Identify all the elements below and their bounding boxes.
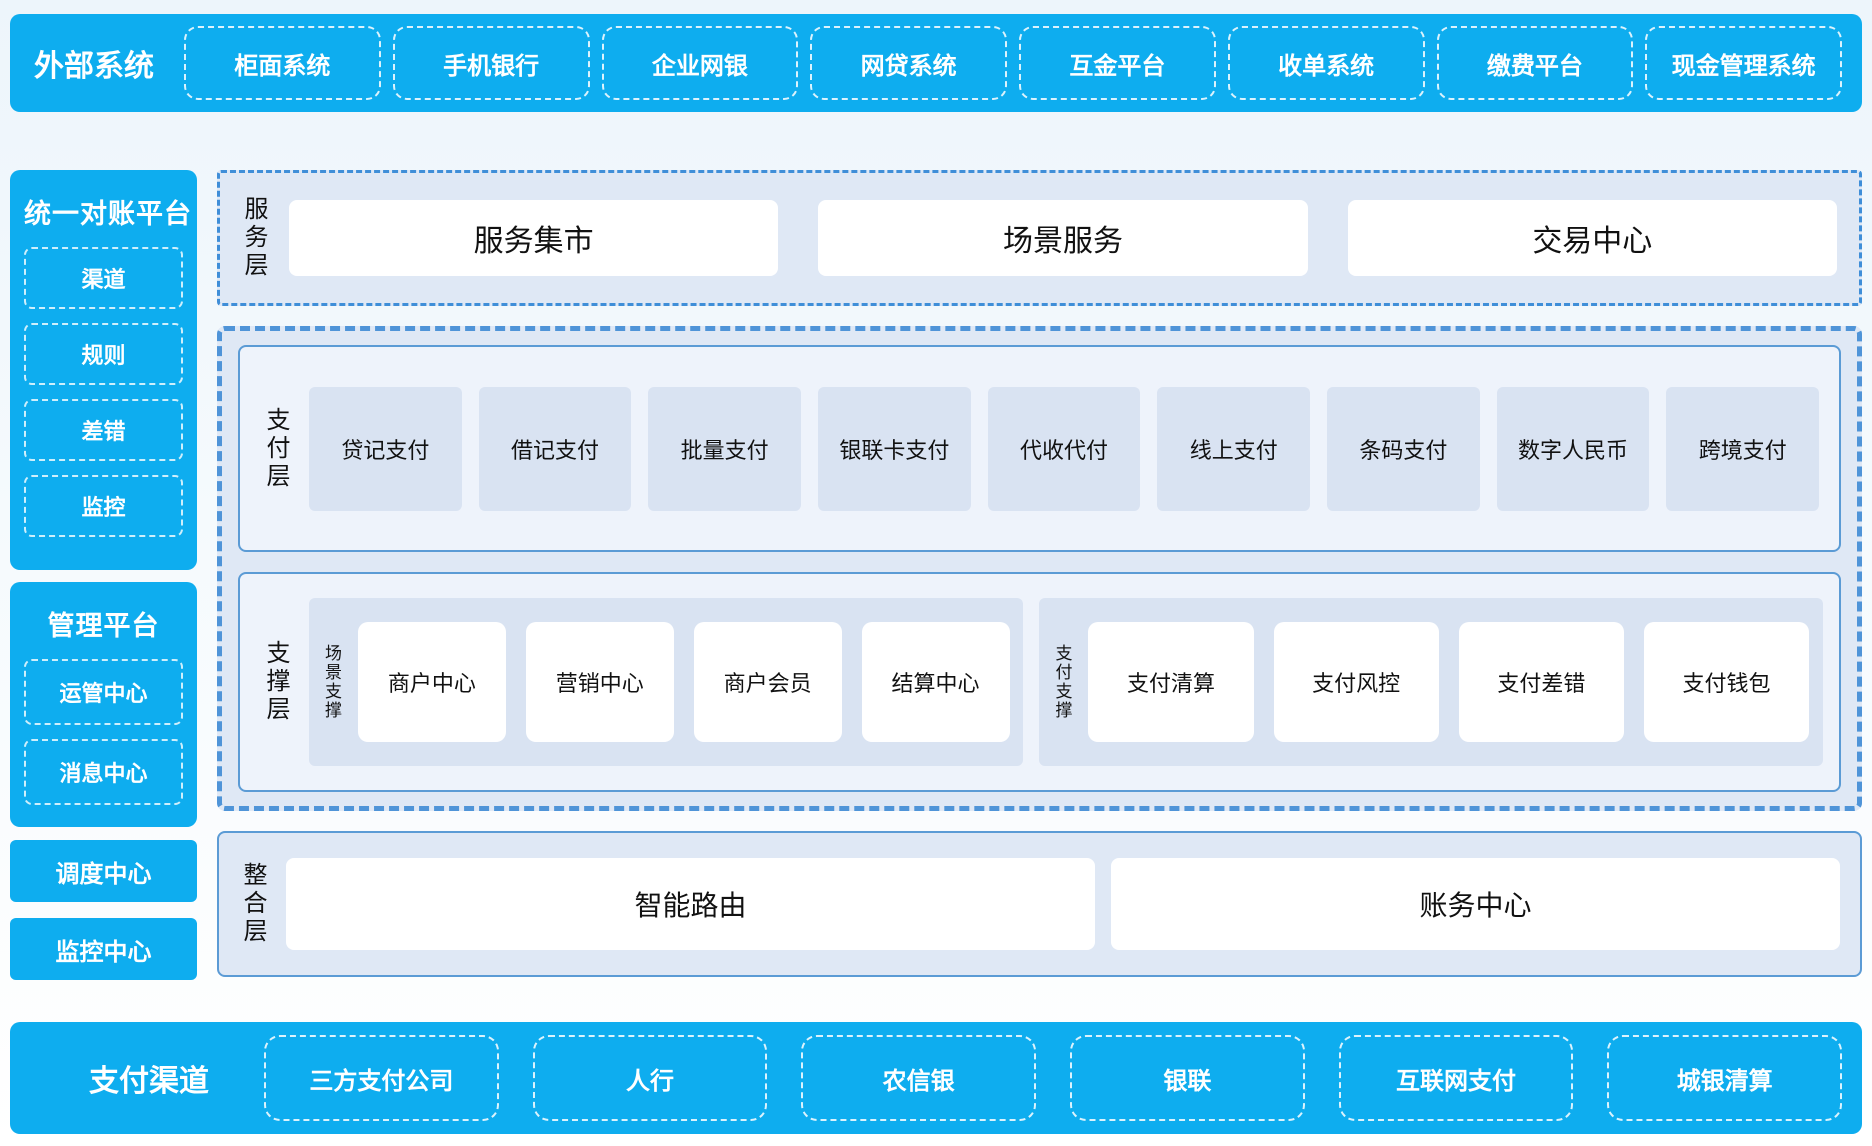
- payment-channels-banner: 支付渠道 三方支付公司人行农信银银联互联网支付城银清算: [10, 1022, 1862, 1134]
- management-platform-title: 管理平台: [24, 590, 183, 659]
- reconciliation-item-box: 差错: [24, 399, 183, 461]
- integration-layer-label: 整合层: [235, 862, 270, 946]
- support-layer: 支撑层 场景支撑 商户中心营销中心商户会员结算中心 支付支撑 支付清算支付风控支…: [238, 572, 1841, 792]
- payment-support-box: 支付清算: [1088, 622, 1253, 742]
- dispatch-center-box: 调度中心: [10, 840, 197, 902]
- service-layer: 服务层 服务集市场景服务交易中心: [217, 170, 1862, 306]
- management-item-box: 运管中心: [24, 659, 183, 725]
- external-system-box: 网贷系统: [810, 26, 1007, 100]
- reconciliation-platform-panel: 统一对账平台 渠道规则差错监控: [10, 170, 197, 570]
- payment-channel-box: 互联网支付: [1339, 1035, 1574, 1121]
- management-item-box: 消息中心: [24, 739, 183, 805]
- payment-channel-box: 人行: [533, 1035, 768, 1121]
- management-items: 运管中心消息中心: [24, 659, 183, 813]
- payment-support-label: 支付支撑: [1049, 644, 1074, 720]
- sidebar: 统一对账平台 渠道规则差错监控 管理平台 运管中心消息中心 调度中心 监控中心: [10, 170, 197, 982]
- payment-box: 贷记支付: [309, 387, 462, 511]
- support-layer-label: 支撑层: [258, 640, 293, 724]
- payment-box: 代收代付: [988, 387, 1141, 511]
- support-groups: 场景支撑 商户中心营销中心商户会员结算中心 支付支撑 支付清算支付风控支付差错支…: [309, 598, 1823, 766]
- payment-support-box: 支付钱包: [1644, 622, 1809, 742]
- external-system-box: 互金平台: [1019, 26, 1216, 100]
- payment-box: 批量支付: [648, 387, 801, 511]
- integration-layer: 整合层 智能路由 账务中心: [217, 831, 1862, 977]
- accounting-center-box: 账务中心: [1111, 858, 1840, 950]
- scene-support-group: 场景支撑 商户中心营销中心商户会员结算中心: [309, 598, 1023, 766]
- integration-layer-items: 智能路由 账务中心: [286, 858, 1840, 950]
- external-systems-banner: 外部系统 柜面系统手机银行企业网银网贷系统互金平台收单系统缴费平台现金管理系统: [10, 14, 1862, 112]
- payment-support-items: 支付清算支付风控支付差错支付钱包: [1088, 622, 1809, 742]
- smart-routing-box: 智能路由: [286, 858, 1095, 950]
- external-system-box: 收单系统: [1228, 26, 1425, 100]
- external-system-box: 现金管理系统: [1645, 26, 1842, 100]
- scene-support-box: 营销中心: [526, 622, 674, 742]
- payment-box: 数字人民币: [1497, 387, 1650, 511]
- payment-box: 借记支付: [479, 387, 632, 511]
- external-system-box: 手机银行: [393, 26, 590, 100]
- payment-channel-box: 三方支付公司: [264, 1035, 499, 1121]
- external-system-box: 企业网银: [602, 26, 799, 100]
- service-layer-label: 服务层: [236, 196, 271, 280]
- service-box: 服务集市: [289, 200, 778, 276]
- reconciliation-item-box: 规则: [24, 323, 183, 385]
- payment-channel-box: 农信银: [801, 1035, 1036, 1121]
- middle-region: 统一对账平台 渠道规则差错监控 管理平台 运管中心消息中心 调度中心 监控中心 …: [10, 170, 1862, 982]
- payment-channel-box: 城银清算: [1607, 1035, 1842, 1121]
- service-box: 交易中心: [1348, 200, 1837, 276]
- payment-box: 银联卡支付: [818, 387, 971, 511]
- payment-support-box: 支付风控: [1274, 622, 1439, 742]
- reconciliation-items: 渠道规则差错监控: [24, 247, 183, 556]
- scene-support-box: 商户会员: [694, 622, 842, 742]
- external-systems-title: 外部系统: [34, 41, 184, 85]
- scene-support-label: 场景支撑: [319, 644, 344, 720]
- external-systems-items: 柜面系统手机银行企业网银网贷系统互金平台收单系统缴费平台现金管理系统: [184, 14, 1842, 112]
- external-system-box: 柜面系统: [184, 26, 381, 100]
- main-column: 服务层 服务集市场景服务交易中心 支付层 贷记支付借记支付批量支付银联卡支付代收…: [217, 170, 1862, 982]
- management-platform-panel: 管理平台 运管中心消息中心: [10, 582, 197, 827]
- external-system-box: 缴费平台: [1437, 26, 1634, 100]
- payment-channels-items: 三方支付公司人行农信银银联互联网支付城银清算: [264, 1022, 1842, 1134]
- scene-support-box: 结算中心: [862, 622, 1010, 742]
- payment-channel-box: 银联: [1070, 1035, 1305, 1121]
- payment-box: 线上支付: [1157, 387, 1310, 511]
- payment-layer-label: 支付层: [258, 407, 293, 491]
- service-box: 场景服务: [818, 200, 1307, 276]
- payment-support-group: 支付支撑 支付清算支付风控支付差错支付钱包: [1039, 598, 1823, 766]
- payment-layer-items: 贷记支付借记支付批量支付银联卡支付代收代付线上支付条码支付数字人民币跨境支付: [309, 347, 1819, 550]
- scene-support-items: 商户中心营销中心商户会员结算中心: [358, 622, 1009, 742]
- core-layers-wrapper: 支付层 贷记支付借记支付批量支付银联卡支付代收代付线上支付条码支付数字人民币跨境…: [217, 326, 1862, 811]
- reconciliation-platform-title: 统一对账平台: [24, 178, 183, 247]
- reconciliation-item-box: 监控: [24, 475, 183, 537]
- scene-support-box: 商户中心: [358, 622, 506, 742]
- monitoring-center-box: 监控中心: [10, 918, 197, 980]
- payment-layer: 支付层 贷记支付借记支付批量支付银联卡支付代收代付线上支付条码支付数字人民币跨境…: [238, 345, 1841, 552]
- payment-channels-title: 支付渠道: [34, 1056, 264, 1100]
- payment-box: 条码支付: [1327, 387, 1480, 511]
- payment-support-box: 支付差错: [1459, 622, 1624, 742]
- reconciliation-item-box: 渠道: [24, 247, 183, 309]
- service-layer-items: 服务集市场景服务交易中心: [289, 200, 1837, 276]
- payment-box: 跨境支付: [1666, 387, 1819, 511]
